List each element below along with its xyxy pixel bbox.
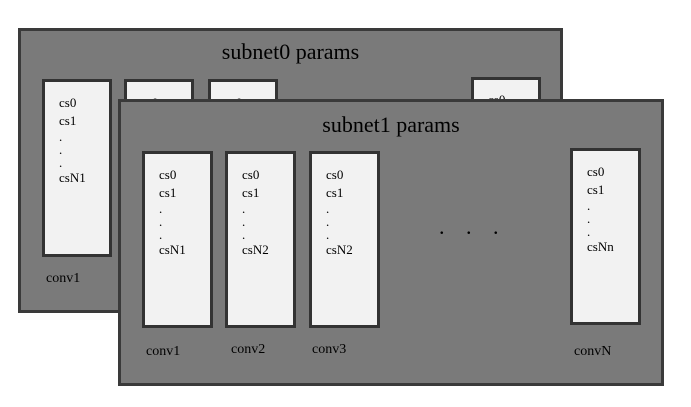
box-line: . (59, 142, 63, 157)
box-line: . (242, 227, 246, 242)
box-line: csN2 (326, 242, 353, 257)
subnet1-conv2-label: conv2 (231, 342, 266, 357)
box-line: . (587, 224, 591, 239)
box-line: cs0 (587, 164, 605, 179)
box-line: . (159, 214, 163, 229)
box-line: . (159, 201, 163, 216)
subnet1-conv3-box: cs0 cs1 . . . csN2 (309, 151, 380, 328)
box-line: cs0 (326, 167, 344, 182)
box-line: . (326, 201, 330, 216)
subnet0-title: subnet0 params (221, 39, 360, 64)
box-line: . (326, 227, 330, 242)
box-line: . (59, 129, 63, 144)
subnet0-conv1-box: cs0 cs1 . . . csN1 (42, 79, 112, 257)
subnet1-conv1-box: cs0 cs1 . . . csN1 (142, 151, 213, 328)
box-line: csNn (587, 239, 614, 254)
box-line: . (159, 227, 163, 242)
box-line: cs1 (242, 185, 260, 200)
box-line: . (326, 214, 330, 229)
subnet0-conv1-label: conv1 (46, 271, 81, 286)
more-convs-ellipsis: . . . (439, 214, 507, 239)
box-line: cs1 (326, 185, 344, 200)
box-line: cs0 (159, 167, 177, 182)
box-line: cs0 (242, 167, 260, 182)
box-line: . (242, 214, 246, 229)
box-line: . (587, 198, 591, 213)
box-line: csN1 (59, 170, 86, 185)
subnet1-conv1-label: conv1 (146, 344, 181, 359)
box-line: cs1 (587, 182, 605, 197)
box-line: cs1 (59, 113, 77, 128)
subnet1-convN-label: convN (574, 344, 612, 359)
box-line: . (587, 211, 591, 226)
box-line: cs0 (59, 95, 77, 110)
subnet1-convN-box: cs0 cs1 . . . csNn (570, 148, 641, 325)
subnet1-panel: subnet1 params cs0 cs1 . . . csN1 cs0 cs… (118, 99, 664, 386)
subnet1-conv2-box: cs0 cs1 . . . csN2 (225, 151, 296, 328)
subnet1-title: subnet1 params (322, 112, 460, 137)
box-line: . (59, 155, 63, 170)
box-line: cs1 (159, 185, 177, 200)
box-line: csN2 (242, 242, 269, 257)
box-line: csN1 (159, 242, 186, 257)
subnet1-conv3-label: conv3 (312, 342, 347, 357)
box-line: . (242, 201, 246, 216)
